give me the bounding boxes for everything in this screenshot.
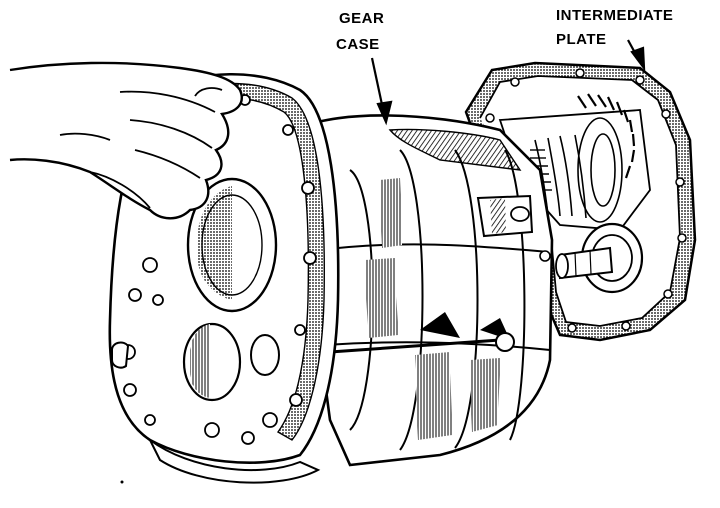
intermediate-plate-leader [627,39,646,72]
gear-case [298,114,554,467]
intermediate-plate-label-line1: INTERMEDIATE [556,7,674,24]
gear-case-label-line1: GEAR [339,10,385,27]
intermediate-plate-label-line2: PLATE [556,31,607,48]
gear-case-label-line2: CASE [336,36,380,53]
output-shaft [555,222,644,294]
gear-case-leader [370,57,393,126]
hand [9,61,243,220]
